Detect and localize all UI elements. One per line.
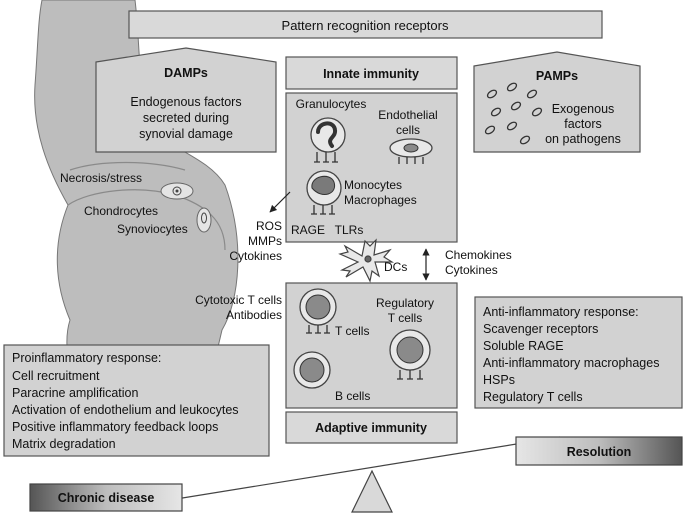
regulatory-label: T cells [388,311,422,325]
antiinflammatory-item: Anti-inflammatory macrophages [483,356,659,370]
granulocytes-label: Granulocytes [296,97,367,111]
dcs-label: DCs [384,260,407,274]
pamps-title: PAMPs [536,69,578,83]
adaptive-title-box [285,411,458,444]
b-cells-label: B cells [335,389,370,403]
endothelial-cell-icon [389,138,433,164]
antiinflammatory-item: HSPs [483,373,515,387]
mediator-label: MMPs [248,234,282,248]
chemokines-label: Chemokines [445,248,512,262]
tlrs-label: TLRs [335,223,364,237]
proinflammatory-item: Cell recruitment [12,369,100,383]
b-cell-icon [293,351,331,389]
antiinflammatory-item: Scavenger receptors [483,322,598,336]
banner-text: Pattern recognition receptors [282,18,449,33]
regulatory-label: Regulatory [376,296,434,310]
antiinflammatory-box: Anti-inflammatory response: Scavenger re… [474,296,683,409]
arrow-to-mediators [269,191,291,213]
damps-line: secreted during [143,111,229,125]
chronic-disease-box [29,483,183,512]
mediator-label: ROS [256,219,282,233]
proinflammatory-item: Matrix degradation [12,437,116,451]
mediator-label: Cytokines [229,249,282,263]
joint-illustration [34,0,239,401]
pamps-box: PAMPs Exogenous factors on pathogens [473,51,641,153]
monocytes-label: Monocytes [344,178,402,192]
antiinflammatory-item: Soluble RAGE [483,339,564,353]
proinflammatory-item: Paracrine amplification [12,386,138,400]
effector-label: Cytotoxic T cells [195,293,282,307]
necrosis-label: Necrosis/stress [60,171,142,185]
adaptive-title: Adaptive immunity [315,421,427,435]
pattern-recognition-banner: Pattern recognition receptors [128,10,603,39]
proinflammatory-box: Proinflammatory response: Cell recruitme… [3,344,270,457]
damps-line: Endogenous factors [130,95,241,109]
pamps-line: Exogenous [552,102,615,116]
antiinflammatory-title: Anti-inflammatory response: [483,305,639,319]
balance-beam [169,436,561,501]
t-cells-label: T cells [335,324,369,338]
granulocyte-icon [310,117,346,163]
damps-box: DAMPs Endogenous factors secreted during… [95,47,277,153]
chondrocytes-label: Chondrocytes [84,204,158,218]
damps-title: DAMPs [164,66,208,80]
proinflammatory-item: Positive inflammatory feedback loops [12,420,218,434]
innate-immunity: Innate immunity Granulocytes Endothelial… [285,56,458,243]
fulcrum [351,469,393,513]
rage-label: RAGE [291,223,325,237]
cytokines-label: Cytokines [445,263,498,277]
chronic-disease-label: Chronic disease [58,491,155,505]
dendritic-cell-icon [338,238,395,283]
pamps-line: factors [564,117,602,131]
proinflammatory-item: Activation of endothelium and leukocytes [12,403,239,417]
innate-panel [285,92,458,243]
synoviocyte-icon [196,207,212,233]
balance-scale: Resolution Chronic disease [29,436,683,513]
endothelial-label: Endothelial [378,108,437,122]
resolution-label: Resolution [567,445,632,459]
regulatory-t-cell-icon [389,329,431,380]
innate-title: Innate immunity [323,67,419,81]
endothelial-label: cells [396,123,420,137]
resolution-box [515,436,683,466]
damps-line: synovial damage [139,127,233,141]
pamps-line: on pathogens [545,132,621,146]
pathogen-icons [484,82,543,145]
adaptive-immunity: T cells B cells Regulatory T cells Adapt… [285,282,458,444]
proinflammatory-title: Proinflammatory response: [12,351,161,365]
effector-label: Antibodies [226,308,282,322]
antiinflammatory-item: Regulatory T cells [483,390,583,404]
monocyte-icon [306,170,342,215]
innate-title-box [285,56,458,90]
t-cell-icon [299,288,337,334]
macrophages-label: Macrophages [344,193,417,207]
synoviocytes-label: Synoviocytes [117,222,188,236]
